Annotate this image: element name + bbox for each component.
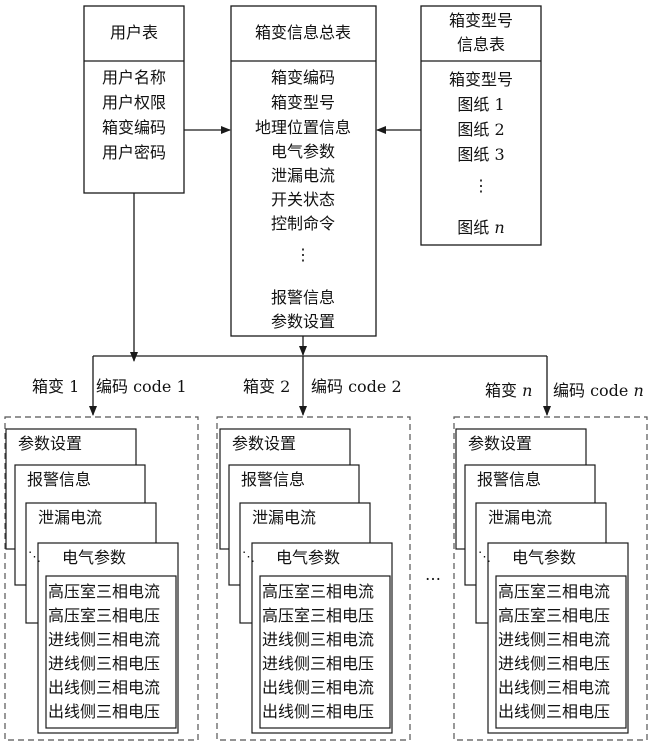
card-stack-3 — [455, 428, 629, 734]
electrical-item: 高压室三相电流 — [262, 582, 375, 601]
branch-n-box-label: 箱变 n — [485, 381, 533, 400]
card-title: 参数设置 — [18, 434, 83, 453]
branch-2-code-label: 编码 code 2 — [311, 377, 402, 396]
group-1-border — [4, 416, 199, 741]
master-table-ellipsis: ⋮ — [295, 245, 311, 264]
stack-ellipsis-mark: ⋱ — [478, 550, 491, 565]
card-title: 泄漏电流 — [252, 508, 317, 527]
electrical-item: 高压室三相电压 — [498, 606, 611, 625]
card-title: 参数设置 — [232, 434, 297, 453]
user-table-field: 用户权限 — [101, 93, 167, 112]
card-title: 报警信息 — [241, 470, 306, 489]
master-table-title: 箱变信息总表 — [254, 23, 352, 42]
electrical-item: 出线侧三相电流 — [498, 678, 611, 697]
group-borders — [4, 416, 648, 741]
model-table-field: 图纸 1 — [457, 95, 505, 114]
card-title: 电气参数 — [62, 548, 127, 567]
model-table-ellipsis: ⋮ — [473, 176, 489, 195]
electrical-item: 出线侧三相电流 — [48, 678, 161, 697]
model-table-field: 图纸 2 — [457, 120, 505, 139]
user-table-field: 用户密码 — [101, 143, 167, 162]
groups-ellipsis: … — [425, 565, 441, 584]
master-table-field: 箱变型号 — [270, 93, 336, 112]
branch-n-code-label: 编码 code n — [553, 381, 644, 400]
model-table-box — [420, 5, 542, 246]
card-stacks — [5, 428, 629, 734]
card-title: 泄漏电流 — [488, 508, 553, 527]
electrical-item: 出线侧三相电流 — [262, 678, 375, 697]
master-table-field: 参数设置 — [270, 312, 336, 331]
card-stack-1 — [5, 428, 179, 734]
electrical-item: 出线侧三相电压 — [48, 702, 161, 721]
group-2-border — [216, 416, 411, 741]
electrical-item: 高压室三相电压 — [48, 606, 161, 625]
electrical-item: 进线侧三相电压 — [262, 654, 375, 673]
connector-lines — [89, 126, 551, 416]
master-table-field: 泄漏电流 — [270, 166, 336, 185]
electrical-item: 进线侧三相电流 — [262, 630, 375, 649]
user-table-field: 箱变编码 — [101, 118, 167, 137]
electrical-items-table — [495, 575, 627, 729]
card-title: 电气参数 — [276, 548, 341, 567]
electrical-item: 进线侧三相电压 — [48, 654, 161, 673]
group-n-border — [453, 416, 648, 741]
master-table-field: 地理位置信息 — [254, 118, 352, 137]
electrical-item: 高压室三相电流 — [498, 582, 611, 601]
electrical-item: 出线侧三相电压 — [262, 702, 375, 721]
electrical-item: 出线侧三相电压 — [498, 702, 611, 721]
card-title: 报警信息 — [477, 470, 542, 489]
stack-ellipsis-mark: ⋱ — [28, 550, 41, 565]
electrical-item: 进线侧三相电压 — [498, 654, 611, 673]
branch-2-box-label: 箱变 2 — [243, 377, 291, 396]
master-table-field: 开关状态 — [270, 190, 336, 209]
electrical-items-table — [45, 575, 177, 729]
card-title: 参数设置 — [468, 434, 533, 453]
stack-ellipsis-mark: ⋱ — [242, 550, 255, 565]
model-table-field: 图纸 3 — [457, 145, 505, 164]
electrical-item: 进线侧三相电流 — [498, 630, 611, 649]
user-table-field: 用户名称 — [101, 68, 167, 87]
model-table-field: 图纸 n — [457, 218, 505, 237]
master-table-field: 电气参数 — [270, 142, 336, 161]
electrical-item: 进线侧三相电流 — [48, 630, 161, 649]
electrical-item: 高压室三相电流 — [48, 582, 161, 601]
card-title: 泄漏电流 — [38, 508, 103, 527]
user-table-title: 用户表 — [109, 23, 159, 42]
branch-1-box-label: 箱变 1 — [32, 377, 80, 396]
master-table-field: 控制命令 — [270, 214, 336, 233]
card-title: 电气参数 — [512, 548, 577, 567]
card-title: 报警信息 — [27, 470, 92, 489]
model-table-title: 箱变型号 — [448, 11, 514, 30]
model-table-title: 信息表 — [456, 35, 506, 54]
card-stack-2 — [219, 428, 393, 734]
electrical-item: 高压室三相电压 — [262, 606, 375, 625]
model-table-field: 箱变型号 — [448, 70, 514, 89]
master-table-field: 箱变编码 — [270, 68, 336, 87]
electrical-items-table — [259, 575, 391, 729]
branch-1-code-label: 编码 code 1 — [96, 377, 187, 396]
master-table-field: 报警信息 — [270, 288, 336, 307]
